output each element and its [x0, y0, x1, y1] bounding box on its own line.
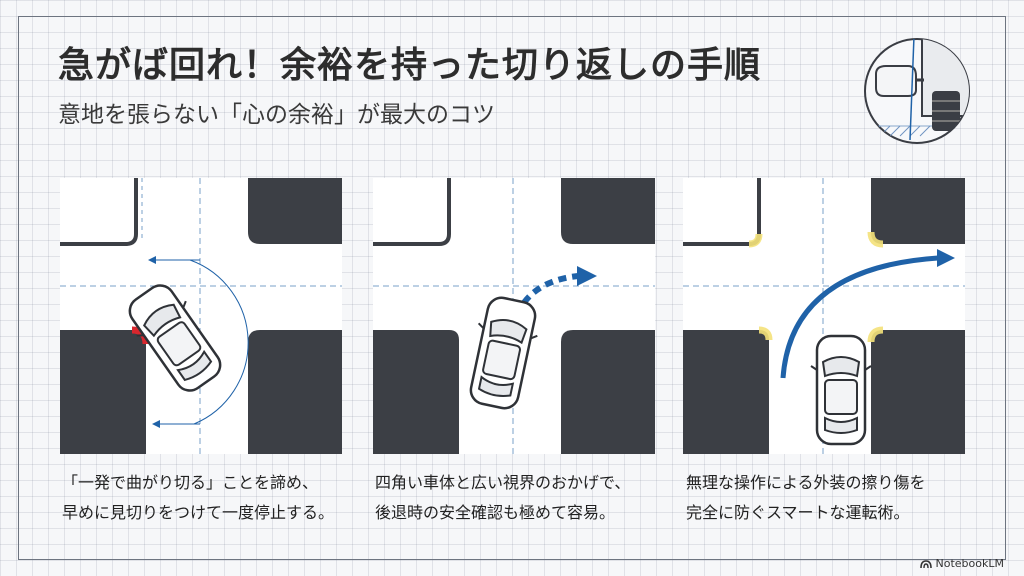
car-icon — [810, 334, 872, 446]
page-title: 急がば回れ！余裕を持った切り返しの手順 — [58, 45, 762, 86]
step-2-diagram — [373, 178, 655, 454]
brand-name: NotebookLM — [935, 557, 1004, 570]
step-1-caption: 「一発で曲がり切る」ことを諦め、 早めに見切りをつけて一度停止する。 — [62, 473, 335, 522]
step-3-caption: 無理な操作による外装の擦り傷を 完全に防ぐスマートな運転術。 — [686, 473, 926, 522]
car-icon — [128, 284, 222, 392]
step-3-diagram — [683, 178, 965, 454]
reverse-path-arrow — [510, 273, 579, 329]
forward-turn-arrow — [780, 255, 939, 379]
poster-frame — [18, 16, 1006, 560]
brand-watermark: NotebookLM — [919, 557, 1004, 570]
step-1-diagram — [60, 178, 342, 454]
car-curb-circle-illustration — [864, 38, 970, 144]
safe-corner-markers — [748, 231, 884, 343]
car-icon — [469, 296, 538, 410]
step-2-caption: 四角い車体と広い視界のおかげで、 後退時の安全確認も極めて容易。 — [375, 473, 631, 522]
notebooklm-logo-icon — [919, 559, 932, 568]
page-subtitle: 意地を張らない「心の余裕」が最大のコツ — [58, 102, 495, 128]
